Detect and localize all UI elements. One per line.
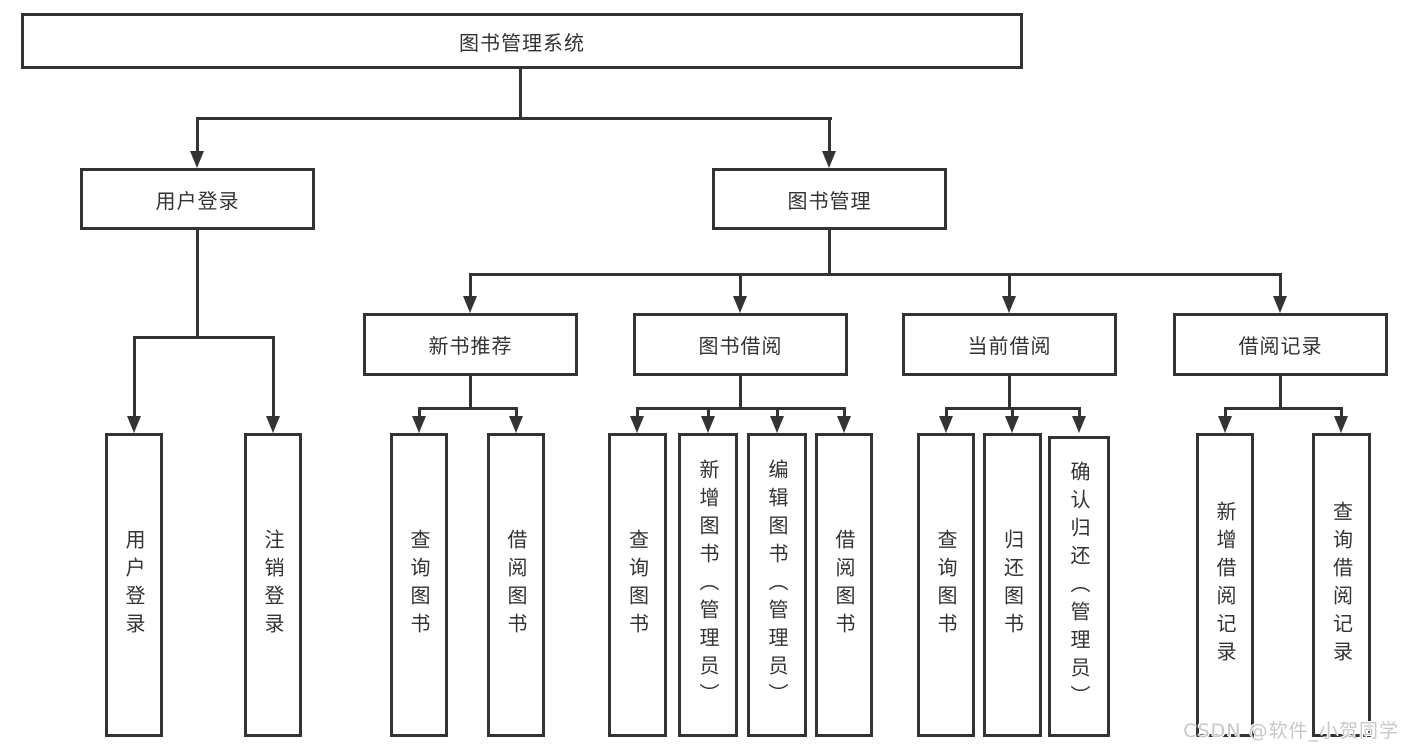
connector-line [707,407,710,419]
arrow-down-icon [837,416,851,433]
connector-line [519,69,522,118]
connector-line [133,336,275,339]
node-user-login: 用户登录 [80,168,315,230]
connector-line [418,407,421,419]
arrow-down-icon [1334,416,1348,433]
connector-line [776,407,779,419]
connector-line [1224,407,1343,410]
arrow-down-icon [463,296,477,313]
node-current-borrowing: 当前借阅 [902,313,1117,376]
leaf-user-login: 用户登录 [105,433,163,737]
leaf-bb-add-books-admin: 新增图书（管理员） [678,433,738,737]
connector-line [515,407,518,419]
leaf-cb-query-books: 查询图书 [917,433,975,737]
arrow-down-icon [770,416,784,433]
connector-line [196,117,832,120]
connector-line [739,273,742,301]
connector-line [1008,273,1011,301]
arrow-down-icon [190,151,204,168]
connector-line [272,336,275,421]
node-book-borrowing: 图书借阅 [633,313,848,376]
leaf-cb-return-books: 归还图书 [983,433,1042,737]
leaf-cb-confirm-return-admin: 确认归还（管理员） [1048,436,1110,737]
connector-line [196,117,199,157]
connector-line [1340,407,1343,419]
connector-line [1279,273,1282,301]
connector-line [1279,376,1282,410]
connector-line [469,273,1282,276]
connector-line [636,407,846,410]
connector-line [945,407,948,419]
connector-line [1224,407,1227,419]
connector-line [469,376,472,410]
arrow-down-icon [127,416,141,433]
node-book-management: 图书管理 [712,168,947,230]
connector-line [1078,407,1081,419]
arrow-down-icon [939,416,953,433]
connector-line [828,117,831,157]
arrow-down-icon [1005,416,1019,433]
leaf-logout: 注销登录 [244,433,302,737]
connector-line [636,407,639,419]
arrow-down-icon [733,296,747,313]
connector-line [1011,407,1014,419]
node-borrowing-records: 借阅记录 [1173,313,1388,376]
connector-line [843,407,846,419]
arrow-down-icon [412,416,426,433]
arrow-down-icon [1218,416,1232,433]
leaf-bb-query-books: 查询图书 [608,433,667,737]
arrow-down-icon [1273,296,1287,313]
connector-line [469,273,472,301]
leaf-bb-borrow-books: 借阅图书 [815,433,873,737]
connector-line [133,336,136,421]
arrow-down-icon [822,151,836,168]
arrow-down-icon [701,416,715,433]
connector-line [739,376,742,410]
node-new-book-recommendation: 新书推荐 [363,313,578,376]
arrow-down-icon [630,416,644,433]
arrow-down-icon [1072,416,1086,433]
node-library-management-system: 图书管理系统 [21,13,1023,69]
leaf-br-query-record: 查询借阅记录 [1312,433,1371,737]
connector-line [1008,376,1011,410]
leaf-bb-edit-books-admin: 编辑图书（管理员） [747,433,807,737]
leaf-br-add-record: 新增借阅记录 [1196,433,1254,737]
arrow-down-icon [1002,296,1016,313]
arrow-down-icon [266,416,280,433]
connector-line [828,230,831,276]
connector-line [196,230,199,339]
leaf-nb-query-books: 查询图书 [390,433,448,737]
connector-line [418,407,518,410]
arrow-down-icon [509,416,523,433]
leaf-nb-borrow-books: 借阅图书 [487,433,545,737]
